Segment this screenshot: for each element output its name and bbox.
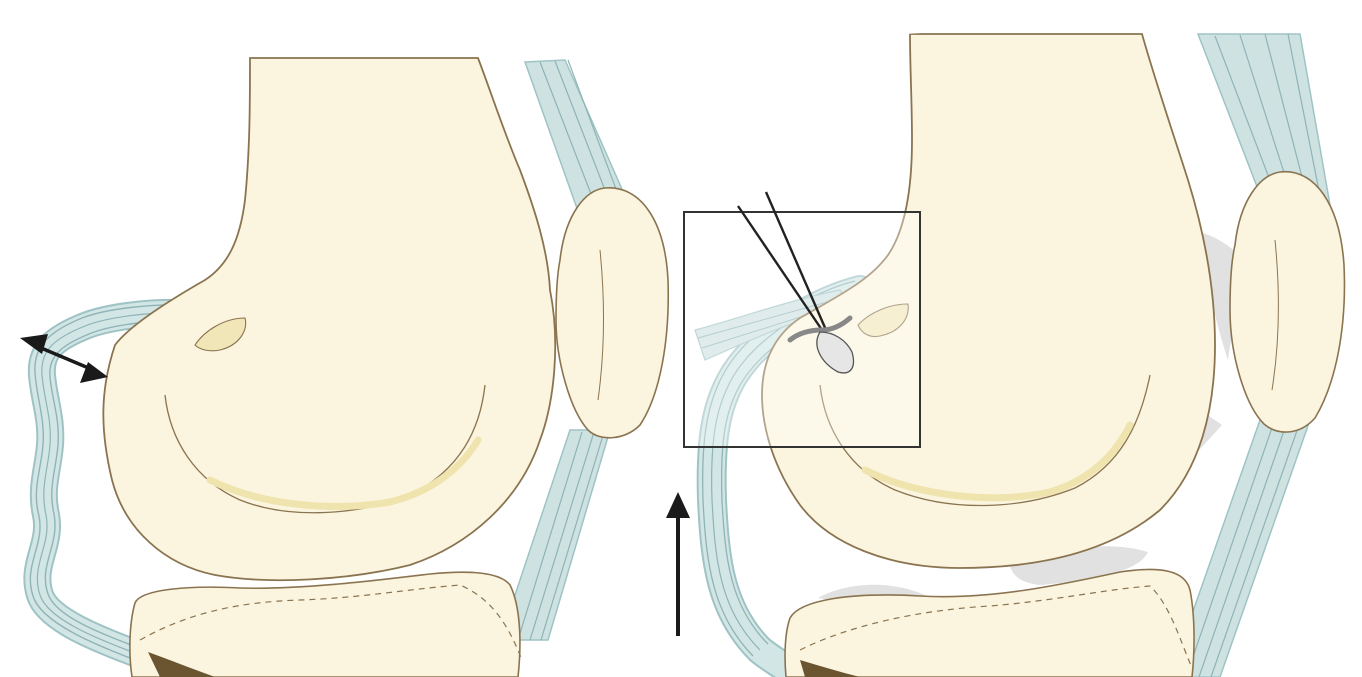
right-panel <box>666 8 1344 677</box>
right-tibia <box>785 569 1194 677</box>
inset-box <box>684 212 920 447</box>
right-up-arrow <box>666 492 690 636</box>
left-patella <box>556 188 668 438</box>
left-femur <box>103 58 555 580</box>
right-patella <box>1230 172 1344 432</box>
left-tibia <box>130 572 522 677</box>
left-panel <box>20 58 668 677</box>
